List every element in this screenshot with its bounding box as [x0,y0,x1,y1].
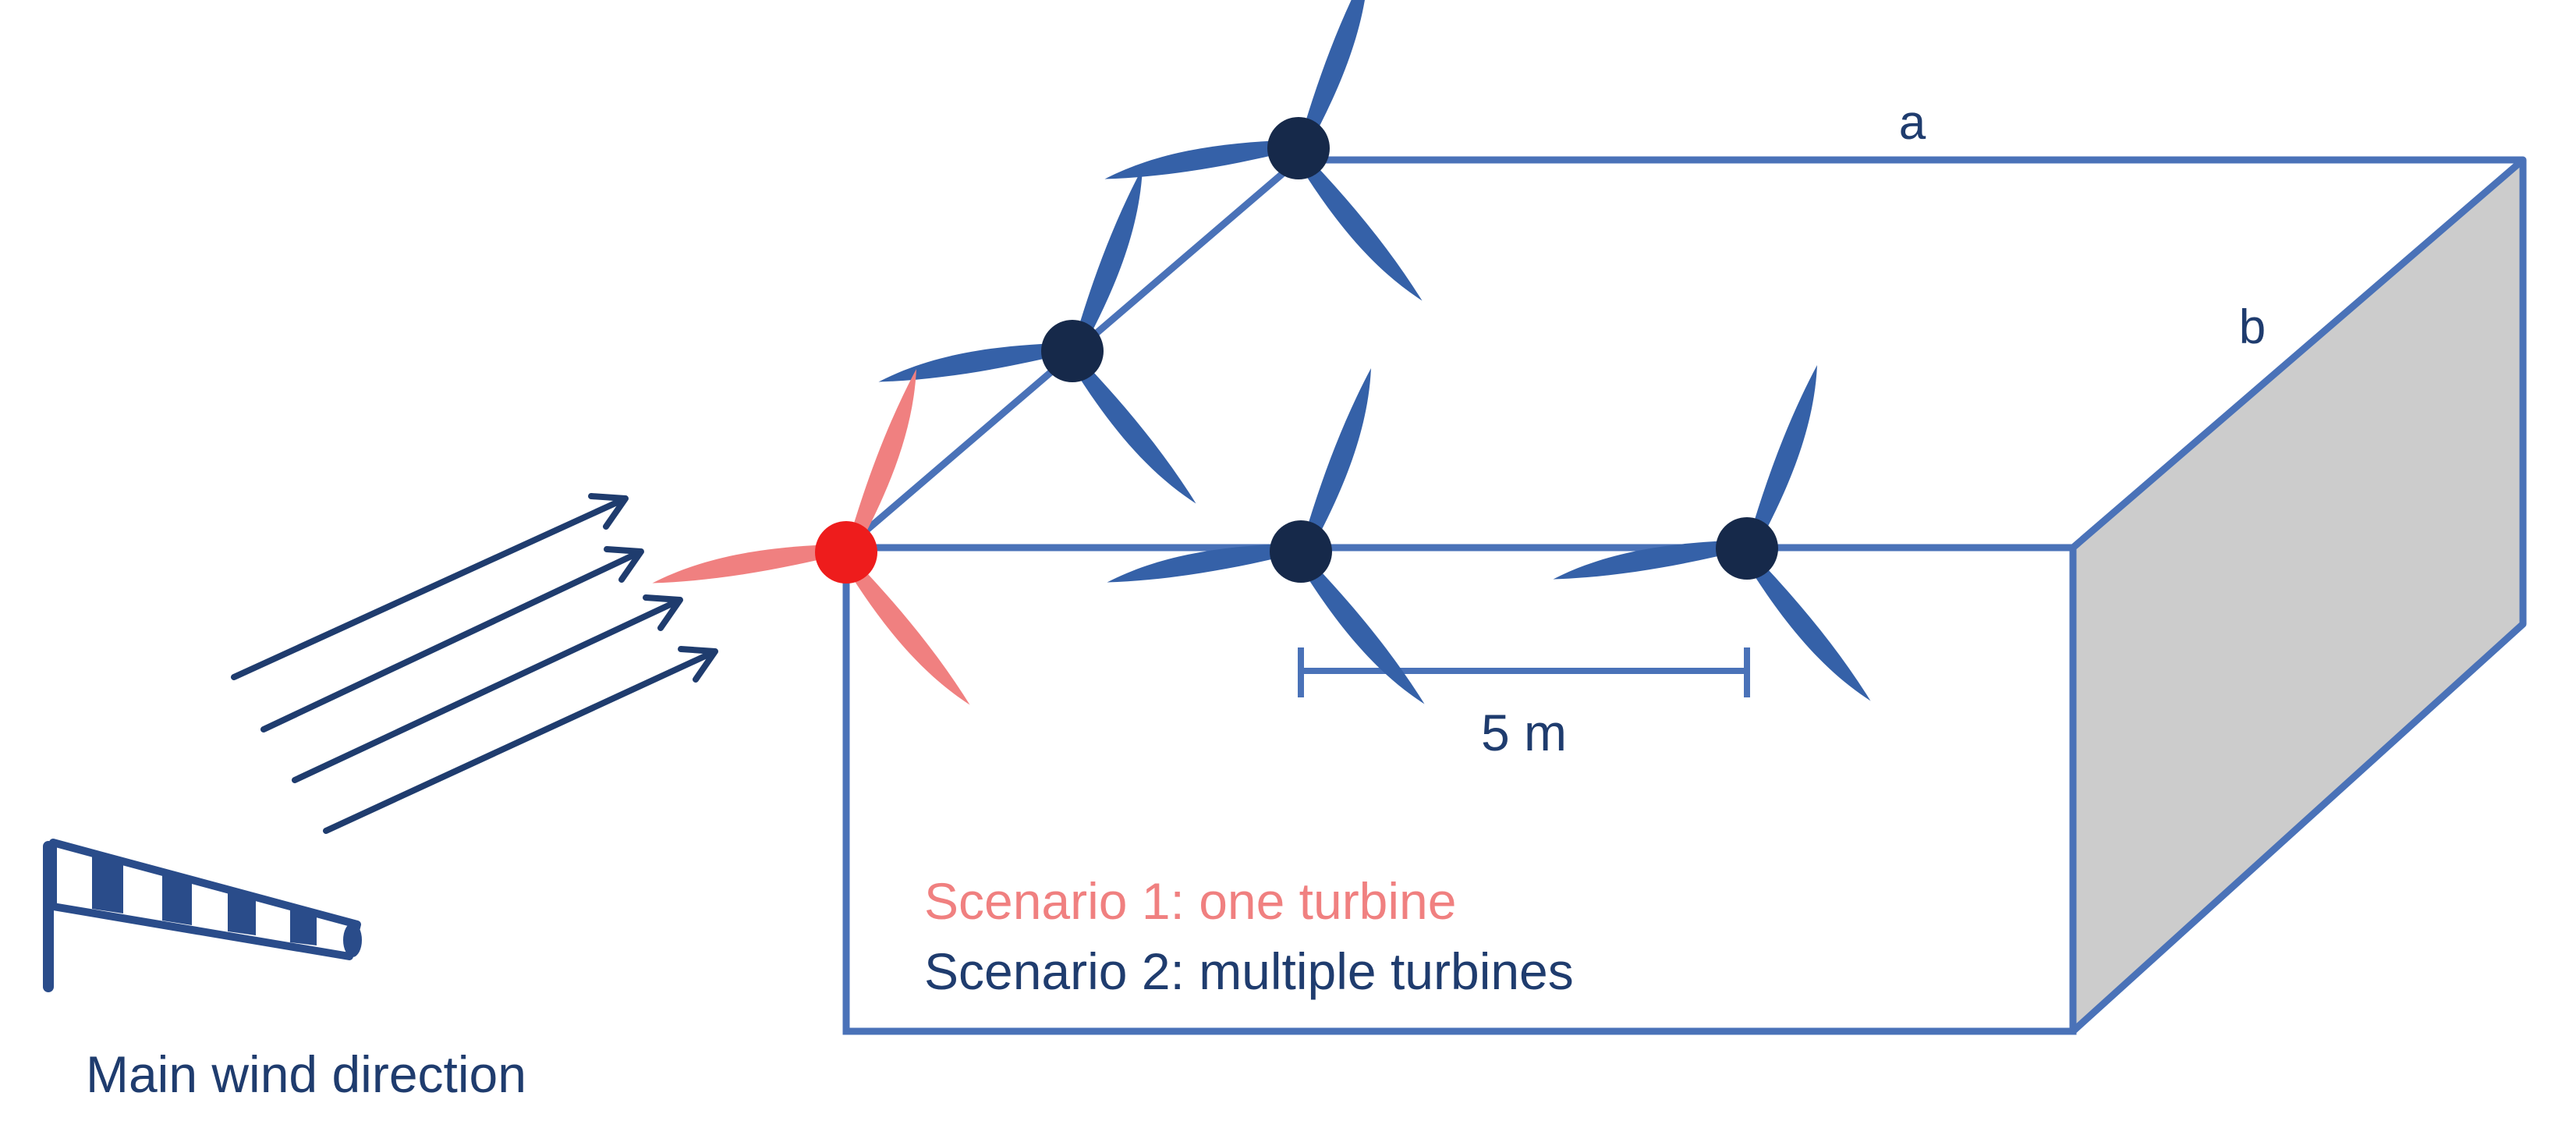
wind-arrow-2 [260,546,644,733]
wind-arrow-1 [231,493,629,680]
turbine-roof-front-middle [1107,368,1460,704]
building-side-face [2069,156,2527,1035]
turbine-single-red [652,369,1005,705]
building-front-face [842,544,2077,1035]
edge-b-label: b [2239,300,2266,354]
spacing-label: 5 m [1481,704,1567,761]
wind-arrow-4 [323,646,718,834]
turbine-roof-left-edge [878,168,1231,504]
wind-arrows [231,493,718,834]
scenario-2-label: Scenario 2: multiple turbines [924,942,1574,1000]
spacing-dimension-bar [1298,647,1750,697]
wind-arrow-3 [292,594,683,783]
turbine-roof-back-corner [1104,0,1458,301]
wind-direction-caption: Main wind direction [86,1045,526,1103]
windsock-icon [43,839,362,992]
scenario-1-label: Scenario 1: one turbine [924,872,1456,930]
turbine-roof-front-right [1553,365,1906,701]
edge-a-label: a [1899,96,1926,150]
